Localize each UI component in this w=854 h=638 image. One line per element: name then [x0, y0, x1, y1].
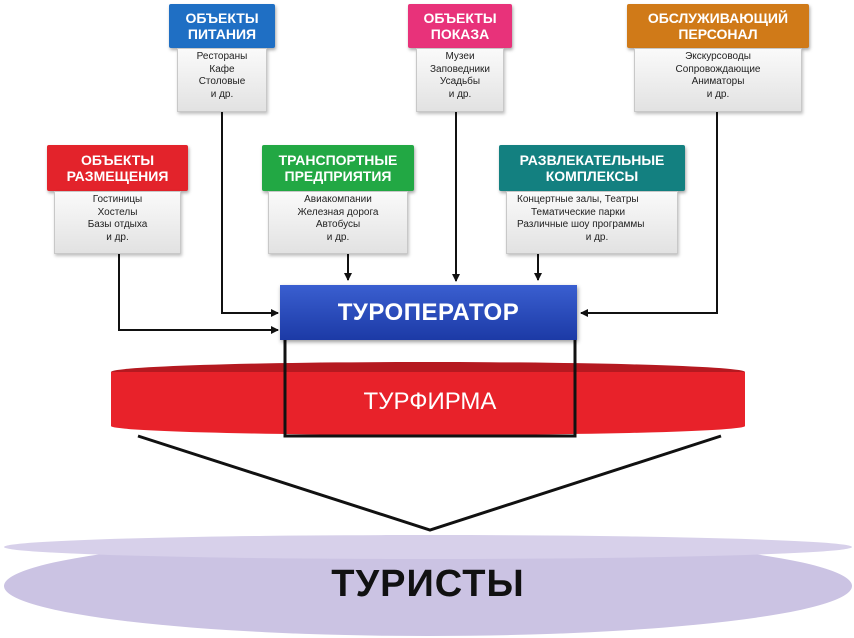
staff-title-line1: ОБСЛУЖИВАЮЩИЙ: [647, 10, 789, 26]
lodging-item: Гостиницы: [92, 194, 143, 205]
show-item: Заповедники: [429, 63, 491, 75]
food-title-line2: ПИТАНИЯ: [187, 26, 257, 42]
food-header: ОБЪЕКТЫ ПИТАНИЯ: [169, 4, 275, 48]
show-item: и др.: [448, 88, 472, 100]
tourists-disc: [4, 536, 852, 636]
entertainment-header: РАЗВЛЕКАТЕЛЬНЫЕ КОМПЛЕКСЫ: [499, 145, 685, 191]
funnel-lines: [137, 434, 722, 532]
show-title-line1: ОБЪЕКТЫ: [423, 10, 497, 26]
food-item: Столовые: [198, 76, 246, 87]
arrow-food: [221, 112, 279, 317]
transport-item: Автобусы: [315, 219, 361, 230]
lodging-title-line2: РАЗМЕЩЕНИЯ: [66, 168, 169, 184]
transport-description: Авиакомпании Железная дорога Автобусы и …: [268, 191, 408, 254]
tourists-disc-top: [4, 535, 852, 559]
lodging-description: Гостиницы Хостелы Базы отдыха и др.: [54, 191, 181, 254]
entertainment-title-line2: КОМПЛЕКСЫ: [545, 168, 639, 184]
entertainment-item: Различные шоу программы: [517, 219, 645, 230]
lodging-item: и др.: [106, 231, 129, 243]
touroperator-outline: [283, 340, 577, 438]
transport-header: ТРАНСПОРТНЫЕ ПРЕДПРИЯТИЯ: [262, 145, 414, 191]
food-title-line1: ОБЪЕКТЫ: [185, 10, 259, 26]
arrow-lodging: [118, 254, 279, 334]
staff-item: Аниматоры: [691, 76, 745, 87]
transport-item: Железная дорога: [297, 206, 379, 218]
food-description: Рестораны Кафе Столовые и др.: [177, 48, 267, 112]
arrow-staff: [580, 112, 718, 317]
staff-title-line2: ПЕРСОНАЛ: [678, 26, 758, 42]
turfirma-bottom-rim: [111, 417, 745, 435]
lodging-item: Хостелы: [97, 206, 138, 218]
turfirma-label: ТУРФИРМА: [363, 388, 497, 415]
food-item: и др.: [210, 88, 234, 100]
entertainment-item: Тематические парки: [531, 206, 626, 218]
show-item: Усадьбы: [439, 76, 481, 87]
touroperator-label: ТУРОПЕРАТОР: [337, 298, 520, 326]
food-item: Рестораны: [196, 51, 248, 62]
touroperator-box: ТУРОПЕРАТОР: [280, 285, 577, 340]
show-description: Музеи Заповедники Усадьбы и др.: [416, 48, 504, 112]
show-item: Музеи: [445, 51, 475, 62]
entertainment-title-line1: РАЗВЛЕКАТЕЛЬНЫЕ: [519, 152, 665, 168]
staff-header: ОБСЛУЖИВАЮЩИЙ ПЕРСОНАЛ: [627, 4, 809, 48]
entertainment-item: и др.: [585, 231, 609, 243]
tourists-label: ТУРИСТЫ: [331, 563, 525, 605]
show-title-line2: ПОКАЗА: [430, 26, 490, 42]
entertainment-description: Концертные залы, Театры Тематические пар…: [506, 191, 678, 254]
food-item: Кафе: [209, 63, 235, 75]
entertainment-item: Концертные залы, Театры: [517, 194, 639, 205]
lodging-item: Базы отдыха: [87, 219, 148, 230]
staff-item: и др.: [706, 88, 730, 100]
transport-title-line1: ТРАНСПОРТНЫЕ: [278, 152, 398, 168]
lodging-header: ОБЪЕКТЫ РАЗМЕЩЕНИЯ: [47, 145, 188, 191]
transport-item: Авиакомпании: [304, 194, 372, 205]
staff-item: Сопровождающие: [675, 63, 761, 75]
transport-title-line2: ПРЕДПРИЯТИЯ: [284, 168, 392, 184]
staff-description: Экскурсоводы Сопровождающие Аниматоры и …: [634, 48, 802, 112]
staff-item: Экскурсоводы: [685, 51, 751, 62]
show-header: ОБЪЕКТЫ ПОКАЗА: [408, 4, 512, 48]
lodging-title-line1: ОБЪЕКТЫ: [80, 152, 155, 168]
transport-item: и др.: [326, 231, 350, 243]
